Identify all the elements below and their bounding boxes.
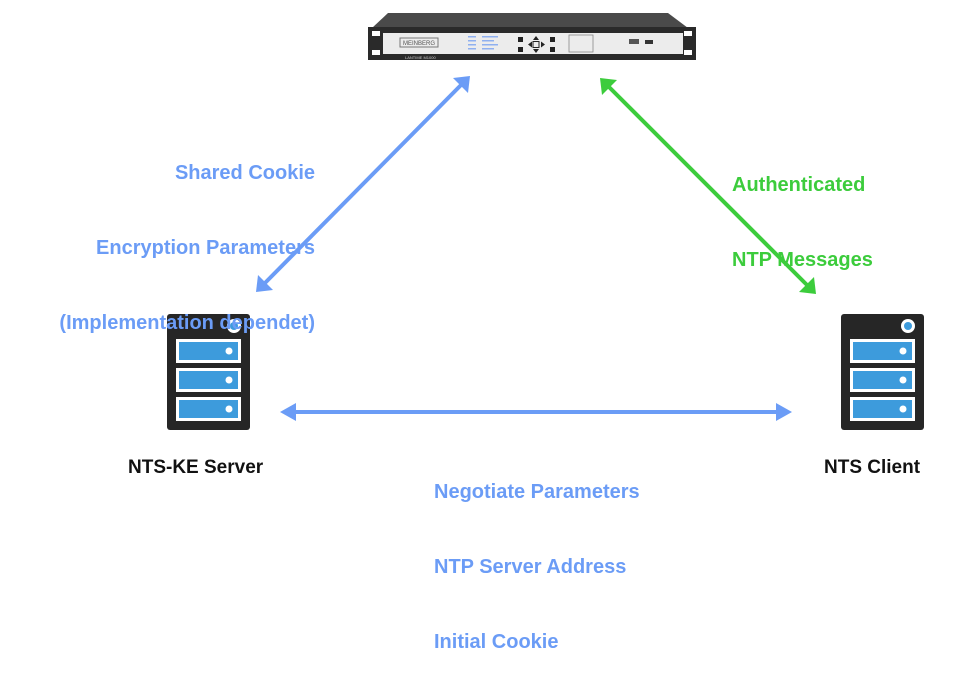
ke-to-time-server-label: Shared Cookie Encryption Parameters (Imp… <box>59 111 315 361</box>
label-line: NTP Server Address <box>434 556 627 578</box>
label-line: Initial Cookie <box>434 631 559 653</box>
svg-text:LANTIME M1000: LANTIME M1000 <box>405 55 436 60</box>
nts-ke-server-label: NTS-KE Server <box>128 457 264 478</box>
nts-ke-server-icon <box>167 314 250 430</box>
ke-to-client-label: Negotiate Parameters NTP Server Address … <box>434 430 640 680</box>
label-line: Shared Cookie <box>174 162 315 184</box>
arrow-time-server-to-client <box>600 78 816 294</box>
label-line: Encryption Parameters <box>96 237 315 259</box>
nts-client-icon <box>841 314 924 430</box>
arrow-ke-to-client <box>280 403 792 421</box>
label-line: NTP Messages <box>732 249 873 271</box>
svg-text:MEINBERG: MEINBERG <box>403 41 435 47</box>
nts-client-label: NTS Client <box>824 457 921 478</box>
label-line: Negotiate Parameters <box>434 481 640 503</box>
arrow-ke-to-time-server <box>256 76 470 292</box>
label-line: Authenticated <box>732 174 866 196</box>
time-server-to-client-label: Authenticated NTP Messages <box>732 123 873 298</box>
label-line: (Implementation dependet) <box>59 312 315 334</box>
time-server-device: MEINBERG LANTIME M1000 <box>368 13 696 60</box>
